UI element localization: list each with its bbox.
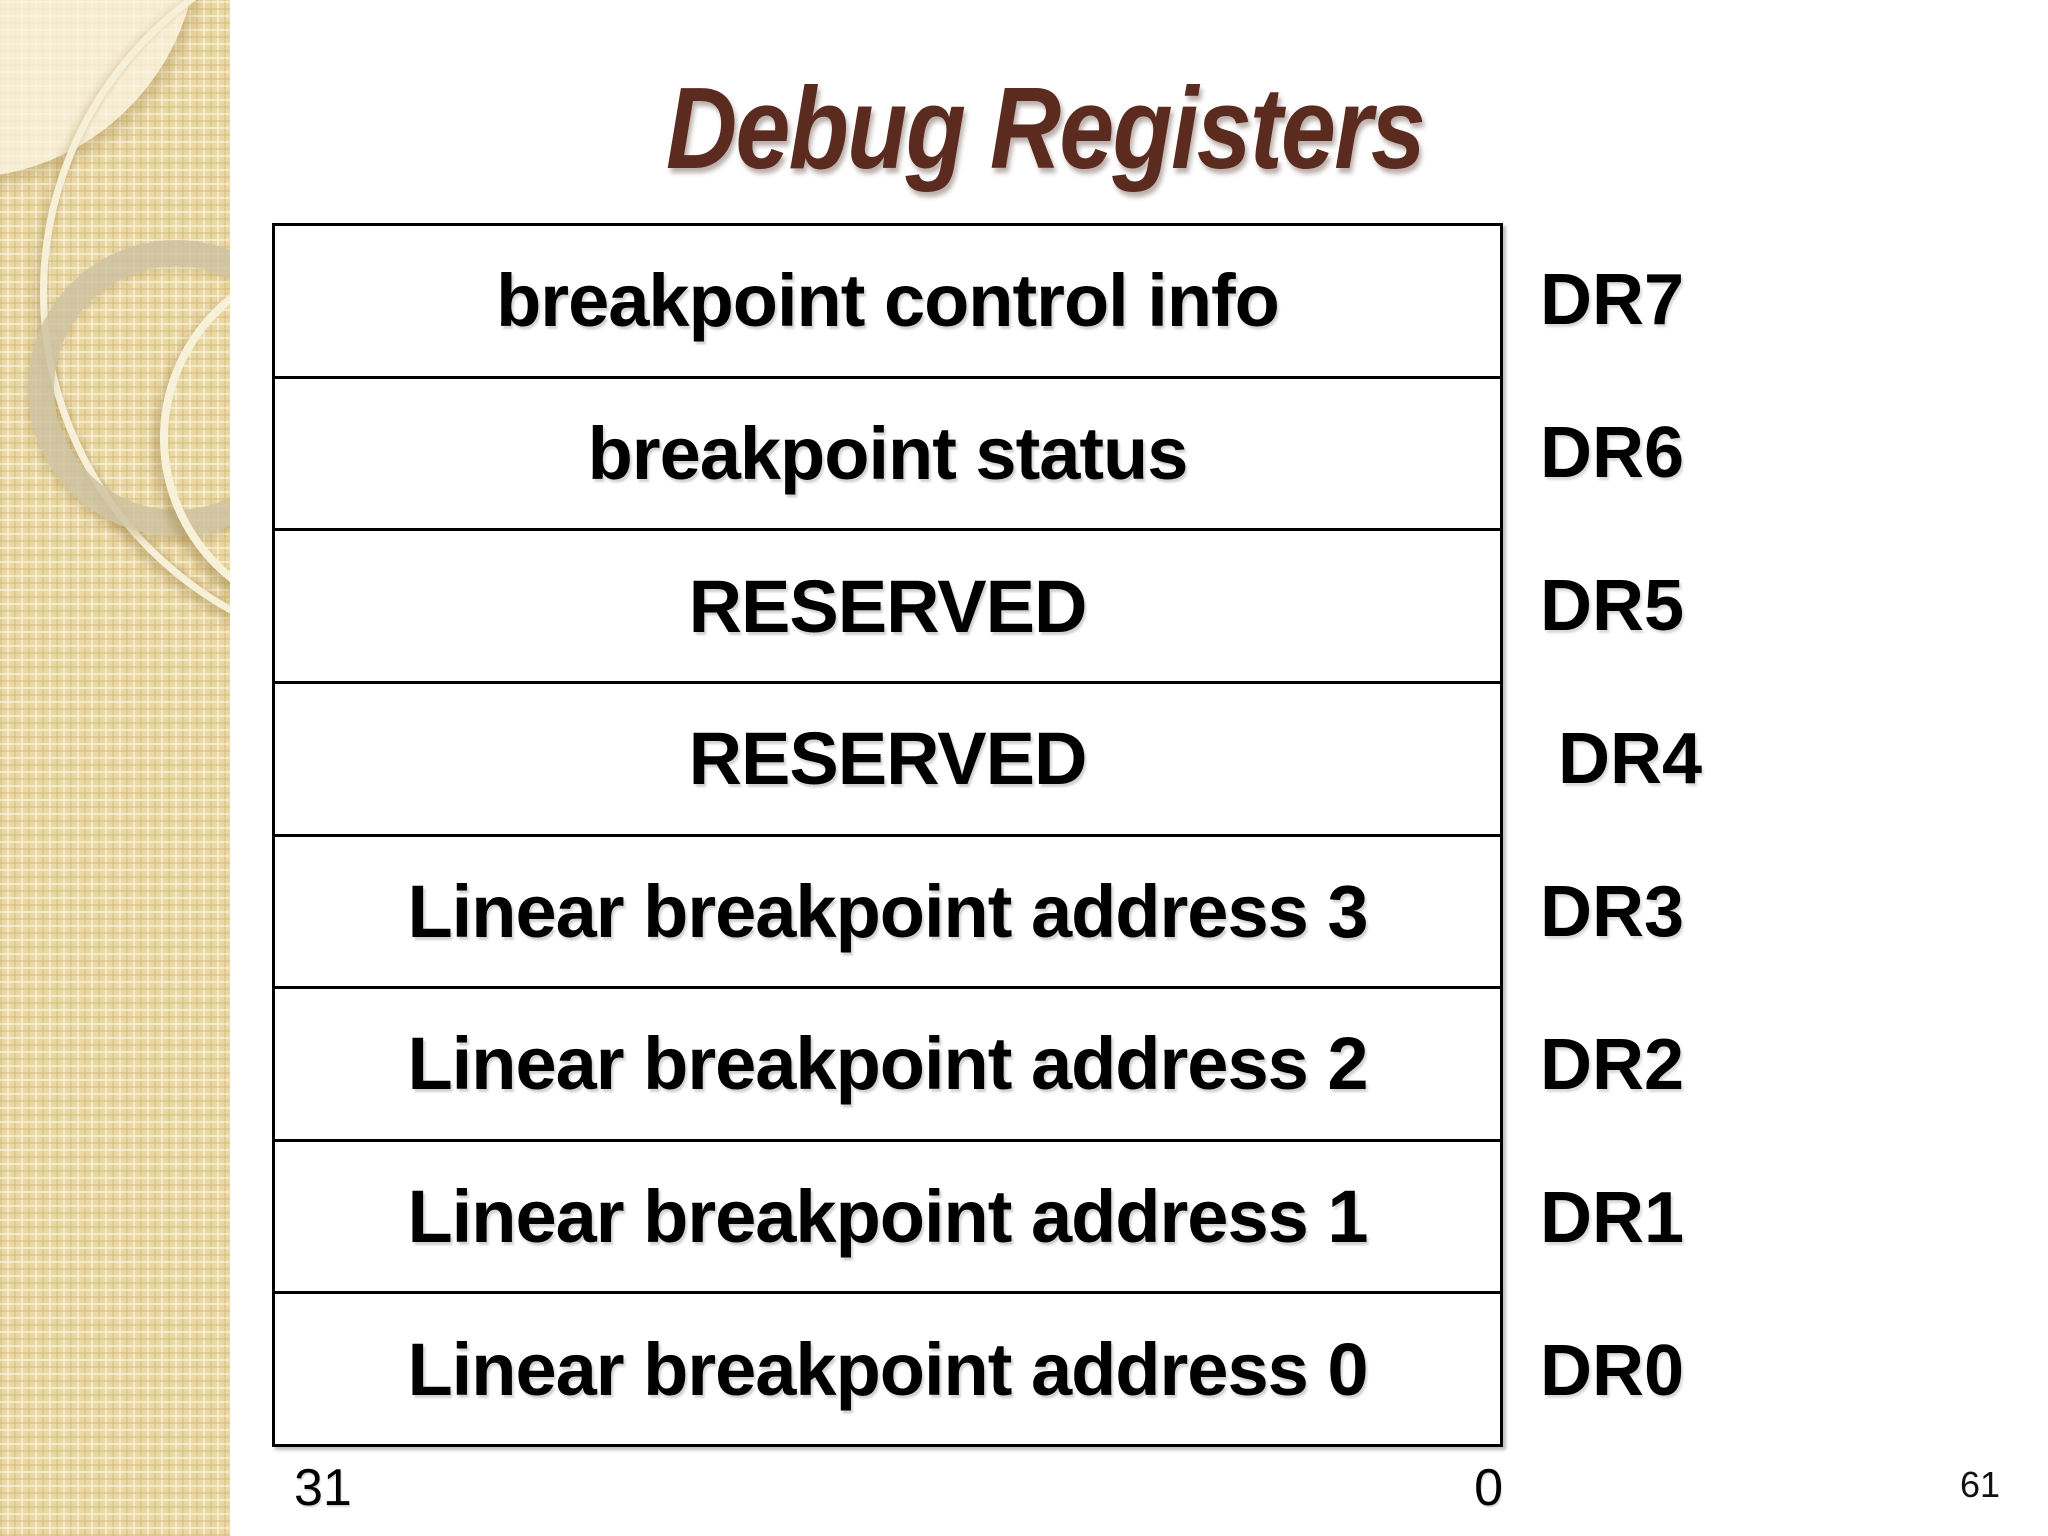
register-row: breakpoint control info — [275, 226, 1500, 379]
register-row: Linear breakpoint address 1 — [275, 1142, 1500, 1295]
register-name-label: DR6 — [1540, 412, 1685, 493]
register-name-label: DR4 — [1558, 718, 1703, 799]
register-row: RESERVED — [275, 531, 1500, 684]
register-name-label: DR0 — [1540, 1330, 1685, 1411]
register-name-label: DR3 — [1540, 871, 1685, 952]
register-row: RESERVED — [275, 684, 1500, 837]
register-row: Linear breakpoint address 2 — [275, 989, 1500, 1142]
register-row: Linear breakpoint address 0 — [407, 1327, 1368, 1411]
decorative-sidebar — [0, 0, 230, 1536]
register-name-column: DR7 DR6 DR5 DR4 DR3 DR2 DR1 DR0 — [1540, 223, 1960, 1447]
register-name-label: DR5 — [1540, 565, 1685, 646]
bit-range-labels: 31 0 — [272, 1458, 1503, 1518]
register-name-label: DR2 — [1540, 1024, 1685, 1105]
register-row: breakpoint status — [275, 379, 1500, 532]
page-number: 61 — [1959, 1464, 2001, 1505]
bit-0-label: 0 — [1474, 1459, 1503, 1517]
bit-31-label: 31 — [294, 1459, 352, 1517]
register-table: breakpoint control info breakpoint statu… — [272, 223, 1503, 1447]
register-name-label: DR7 — [1540, 259, 1685, 340]
register-name-label: DR1 — [1540, 1177, 1685, 1258]
page-title: Debug Registers — [665, 63, 1426, 193]
register-row: Linear breakpoint address 3 — [275, 837, 1500, 990]
